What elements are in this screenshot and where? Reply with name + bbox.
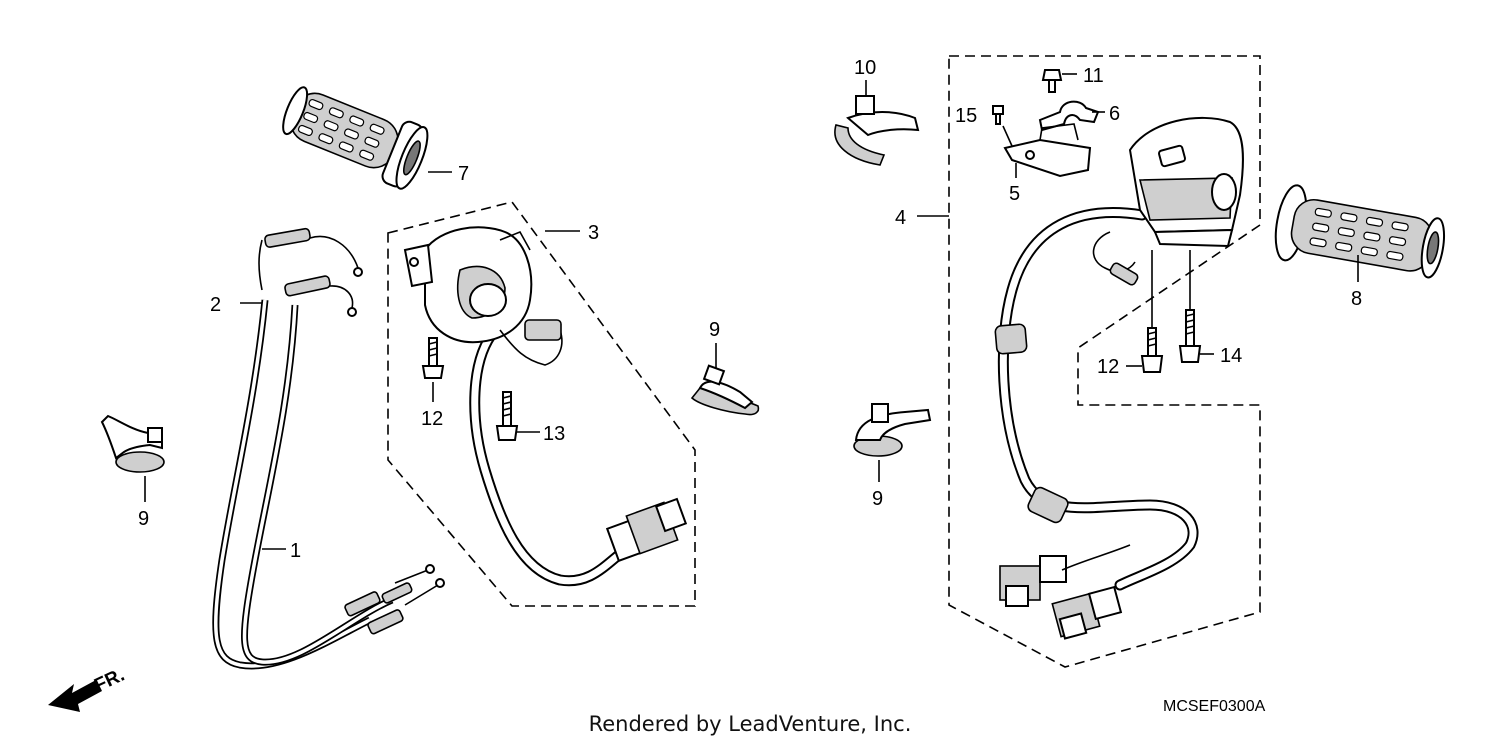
cable-band-icon [100, 414, 165, 473]
screw-15-icon [992, 105, 1004, 125]
rendered-by-credit: Rendered by LeadVenture, Inc. [588, 712, 912, 736]
part-number-1: 1 [290, 540, 301, 562]
bracket-5-icon [1003, 123, 1092, 178]
right-grip-icon [1274, 184, 1446, 279]
part-number-12-left: 12 [421, 408, 443, 430]
part-number-9-right: 9 [872, 488, 883, 510]
part-number-10: 10 [854, 57, 876, 79]
front-direction-arrow-icon [48, 680, 102, 712]
band-10-icon [834, 95, 920, 166]
part-number-14: 14 [1220, 345, 1242, 367]
throttle-grip-icon [282, 86, 429, 190]
part-number-15: 15 [955, 105, 977, 127]
bolt-12-left-icon [421, 337, 445, 379]
part-number-3: 3 [588, 222, 599, 244]
part-number-11: 11 [1083, 65, 1104, 87]
part-number-13: 13 [543, 423, 565, 445]
part-number-2: 2 [210, 294, 221, 316]
part-number-12-right: 12 [1097, 356, 1119, 378]
diagram-code: MCSEF0300A [1163, 698, 1266, 715]
part-number-6: 6 [1109, 103, 1120, 125]
cable-band-icon [690, 364, 760, 416]
bolt-13-icon [495, 391, 519, 441]
left-switch-housing-icon [403, 226, 688, 587]
part-number-5: 5 [1009, 183, 1020, 205]
part-number-9-center: 9 [709, 319, 720, 341]
cable-band-icon [853, 403, 932, 457]
part-number-9-left: 9 [138, 508, 149, 530]
bolt-12-right-icon [1140, 327, 1164, 373]
part-number-7: 7 [458, 163, 469, 185]
clamp-6-icon [1038, 100, 1100, 132]
bolt-14-icon [1178, 309, 1202, 363]
part-number-8: 8 [1351, 288, 1362, 310]
right-switch-housing-icon [994, 116, 1244, 640]
throttle-cable-icon [212, 227, 445, 670]
part-number-4: 4 [895, 207, 906, 229]
screw-11-icon [1041, 69, 1063, 93]
